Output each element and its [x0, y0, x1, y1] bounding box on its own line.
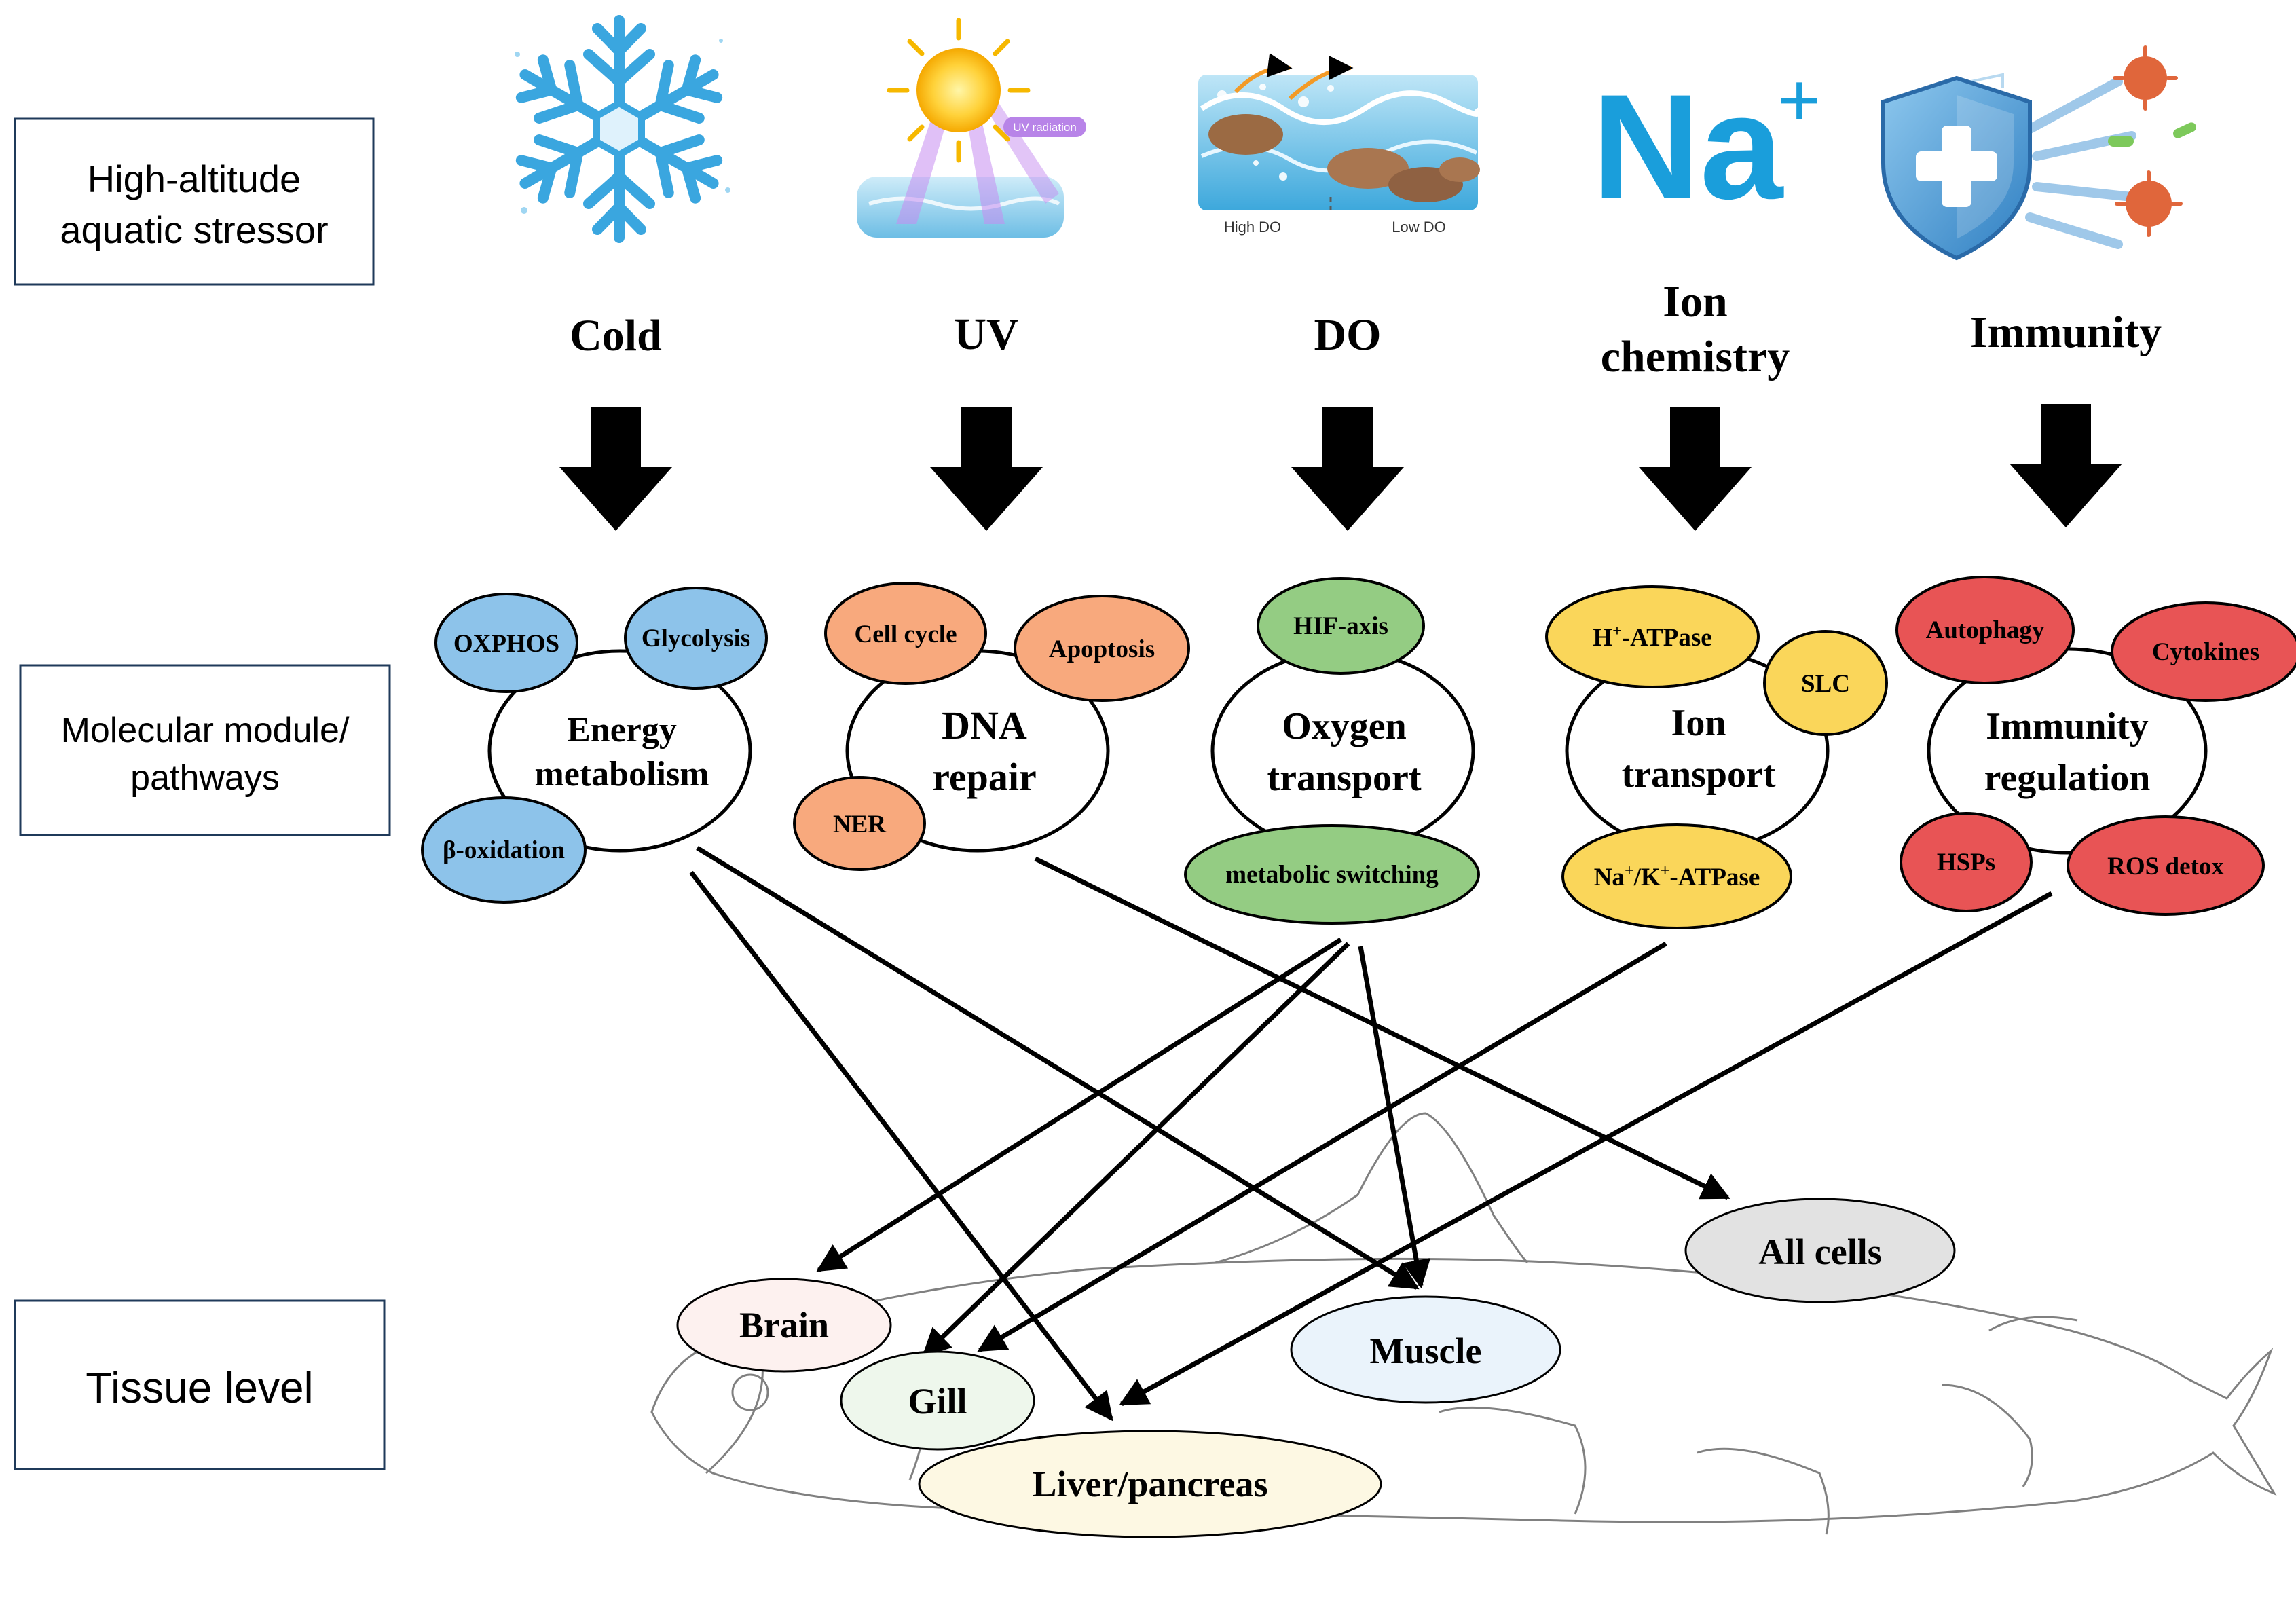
svg-text:Gill: Gill — [908, 1381, 967, 1422]
down-arrow-immunity — [2010, 404, 2122, 527]
uv-radiation-tag: UV radiation — [1013, 121, 1077, 134]
svg-text:β-oxidation: β-oxidation — [443, 836, 565, 864]
module-ion-line2: transport — [1621, 754, 1775, 796]
arrow-oxygen-to-gill — [921, 942, 1350, 1357]
tissue-gill: Gill — [840, 1350, 1035, 1451]
svg-text:ROS detox: ROS detox — [2107, 853, 2224, 880]
pathway-slc: SLC — [1763, 630, 1888, 736]
down-arrow-ion — [1639, 407, 1752, 531]
arrow-immunity-to-liver — [1119, 891, 2053, 1407]
stressor-label-line2: aquatic stressor — [60, 208, 328, 251]
module-label-line2: pathways — [130, 758, 280, 798]
pathway-glycolysis: Glycolysis — [624, 587, 768, 690]
stressor-uv: UV — [954, 310, 1018, 359]
svg-text:Apoptosis: Apoptosis — [1049, 635, 1155, 663]
module-oxygen-line2: transport — [1267, 757, 1421, 799]
svg-text:Cytokines: Cytokines — [2152, 638, 2259, 666]
stressor-immunity: Immunity — [1970, 308, 2162, 357]
module-energy-metabolism: Energy metabolism OXPHOS Glycolysis β-ox… — [421, 587, 768, 904]
tissue-label: Tissue level — [86, 1363, 314, 1412]
svg-text:NER: NER — [833, 811, 887, 838]
svg-text:SLC: SLC — [1801, 670, 1850, 698]
down-arrows — [559, 404, 2122, 531]
pathway-ner: NER — [793, 776, 926, 871]
svg-text:Liver/pancreas: Liver/pancreas — [1033, 1464, 1268, 1504]
stressor-label-line1: High-altitude — [88, 157, 301, 200]
module-immunity-regulation: Immunity regulation Autophagy Cytokines … — [1895, 576, 2296, 916]
snowflake-icon — [510, 15, 730, 238]
water-flow-do-icon: High DO Low DO — [1198, 53, 1481, 244]
row-label-module: Molecular module/ pathways — [19, 664, 391, 836]
pathway-autophagy: Autophagy — [1895, 576, 2075, 684]
tissue-brain: Brain — [676, 1278, 892, 1373]
tissue-muscle: Muscle — [1290, 1295, 1561, 1404]
pathway-h-atpase: H+-ATPase — [1545, 585, 1760, 688]
module-energy-line1: Energy — [567, 711, 677, 749]
pathway-ros-detox: ROS detox — [2067, 815, 2265, 916]
low-do-label: Low DO — [1392, 219, 1445, 236]
svg-text:HSPs: HSPs — [1937, 849, 1995, 876]
row-label-stressor: High-altitude aquatic stressor — [14, 117, 375, 286]
pathway-cell-cycle: Cell cycle — [824, 582, 987, 685]
down-arrow-do — [1291, 407, 1404, 531]
pathway-hif-axis: HIF-axis — [1257, 577, 1425, 675]
svg-text:Muscle: Muscle — [1370, 1331, 1482, 1371]
arrow-dna-to-allcells — [1034, 856, 1730, 1200]
tissue-all-cells: All cells — [1684, 1198, 1956, 1303]
down-arrow-cold — [559, 407, 672, 531]
pathway-oxphos: OXPHOS — [434, 593, 578, 693]
stressor-ion-line2: chemistry — [1601, 332, 1790, 382]
na-charge: + — [1777, 58, 1821, 142]
pathway-metabolic-switching: metabolic switching — [1184, 824, 1480, 925]
svg-text:All cells: All cells — [1758, 1231, 1881, 1272]
pathway-apoptosis: Apoptosis — [1014, 595, 1190, 702]
module-ion-line1: Ion — [1671, 702, 1726, 744]
tissue-liver-pancreas: Liver/pancreas — [918, 1430, 1382, 1538]
module-ion-transport: Ion transport H+-ATPase SLC Na+/K+-ATPas… — [1545, 585, 1888, 929]
module-immunity-line1: Immunity — [1986, 705, 2149, 747]
stressor-cold: Cold — [570, 311, 662, 360]
pathway-beta-oxidation: β-oxidation — [421, 796, 587, 904]
stressor-names: Cold UV DO Ion chemistry Immunity — [570, 277, 2162, 382]
svg-text:OXPHOS: OXPHOS — [453, 630, 559, 658]
sodium-ion-icon: Na + — [1592, 58, 1821, 230]
svg-text:H+-ATPase: H+-ATPase — [1593, 623, 1711, 652]
module-oxygen-line1: Oxygen — [1282, 705, 1407, 747]
down-arrow-uv — [930, 407, 1043, 531]
arrow-ion-to-gill — [977, 941, 1667, 1353]
arrow-energy-to-liver — [689, 870, 1113, 1422]
high-do-label: High DO — [1224, 219, 1281, 236]
svg-text:HIF-axis: HIF-axis — [1293, 612, 1388, 640]
connector-arrows — [689, 846, 2053, 1422]
svg-text:Cell cycle: Cell cycle — [855, 620, 957, 648]
arrow-oxygen-to-brain — [816, 938, 1342, 1272]
pathway-na-k-atpase: Na+/K+-ATPase — [1561, 823, 1792, 929]
tissues: Brain Gill Liver/pancreas Muscle All cel… — [676, 1198, 1956, 1538]
module-dna-repair: DNA repair Cell cycle Apoptosis NER — [793, 582, 1190, 871]
row-label-tissue: Tissue level — [14, 1299, 386, 1470]
svg-text:Brain: Brain — [739, 1305, 829, 1346]
svg-text:Na+/K+-ATPase: Na+/K+-ATPase — [1594, 862, 1760, 891]
svg-text:metabolic switching: metabolic switching — [1225, 861, 1439, 889]
stressor-do: DO — [1314, 310, 1382, 360]
module-immunity-line2: regulation — [1984, 757, 2151, 799]
module-energy-line2: metabolism — [534, 755, 709, 794]
stressor-ion-line1: Ion — [1663, 277, 1727, 327]
na-symbol: Na — [1592, 63, 1784, 230]
module-dna-line2: repair — [932, 755, 1037, 799]
arrow-oxygen-to-muscle — [1358, 946, 1431, 1289]
sun-uv-icon: UV radiation — [857, 18, 1086, 238]
svg-text:Glycolysis: Glycolysis — [642, 625, 750, 652]
pathway-hsps: HSPs — [1900, 812, 2033, 912]
svg-text:Autophagy: Autophagy — [1926, 616, 2045, 644]
module-label-line1: Molecular module/ — [61, 711, 350, 750]
module-oxygen-transport: Oxygen transport HIF-axis metabolic swit… — [1184, 577, 1480, 925]
shield-immunity-icon — [1881, 45, 2196, 261]
arrow-energy-to-muscle — [696, 846, 1420, 1290]
module-dna-line1: DNA — [942, 703, 1027, 747]
pathway-cytokines: Cytokines — [2111, 601, 2296, 702]
